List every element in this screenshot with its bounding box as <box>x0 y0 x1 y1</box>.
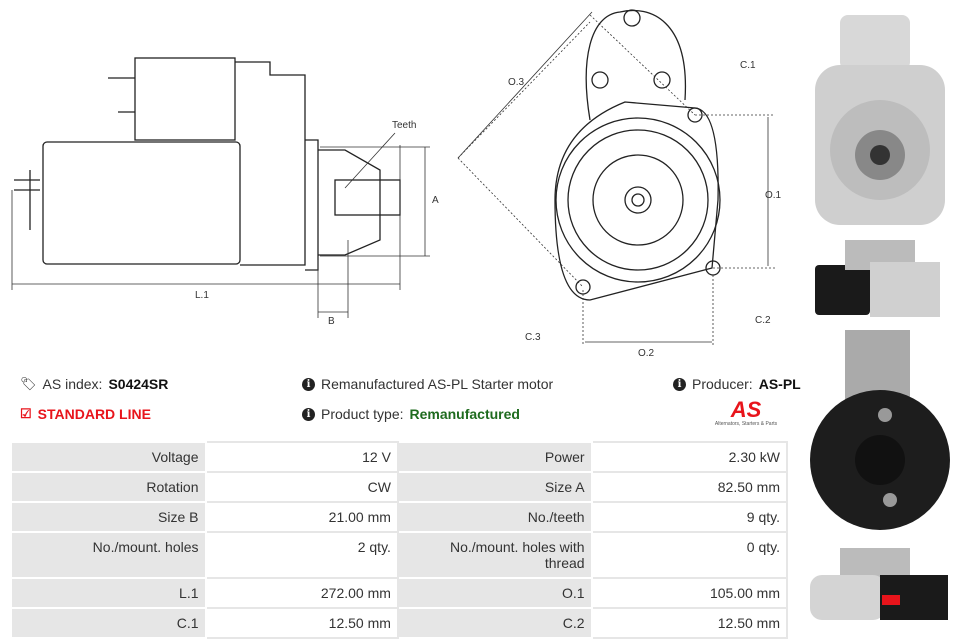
spec-value: 12.50 mm <box>590 607 789 639</box>
as-index: 🏷 AS index: S0424SR <box>20 376 168 392</box>
spec-label: L.1 <box>10 577 207 609</box>
checkbox-checked-icon: ☑ <box>20 406 32 421</box>
spec-label: No./mount. holes <box>10 531 207 579</box>
spec-label: C.2 <box>396 607 593 639</box>
spec-label: Size A <box>396 471 593 503</box>
label-c3: C.3 <box>525 332 541 343</box>
spec-label: C.1 <box>10 607 207 639</box>
front-view-drawing: O.3 C.1 O.1 C.2 C.3 O.2 <box>457 9 782 359</box>
label-l1: L.1 <box>195 290 209 301</box>
label-o1: O.1 <box>765 190 782 201</box>
product-type-label: Product type: <box>321 406 404 422</box>
spec-label: No./mount. holes with thread <box>396 531 593 579</box>
info-icon: i <box>302 377 315 391</box>
spec-value: 12 V <box>204 441 399 473</box>
spec-value: 12.50 mm <box>204 607 399 639</box>
label-o2: O.2 <box>638 348 655 359</box>
product-type-value: Remanufactured <box>409 406 520 422</box>
spec-value: 2.30 kW <box>590 441 789 473</box>
info-icon: i <box>302 407 315 421</box>
producer-value: AS-PL <box>758 376 801 392</box>
spec-value: 0 qty. <box>590 531 789 579</box>
photo-front[interactable] <box>815 15 945 225</box>
producer-label: Producer: <box>692 376 753 392</box>
logo-tagline: Alternators, Starters & Parts <box>714 421 778 427</box>
spec-label: No./teeth <box>396 501 593 533</box>
product-type: i Product type: Remanufactured <box>302 406 520 422</box>
description-text: Remanufactured AS-PL Starter motor <box>321 376 554 392</box>
label-teeth: Teeth <box>392 120 416 131</box>
spec-label: Rotation <box>10 471 207 503</box>
as-index-label: AS index: <box>42 376 103 392</box>
info-icon: i <box>673 377 686 391</box>
tag-icon: 🏷 <box>20 376 37 391</box>
spec-value: 272.00 mm <box>204 577 399 609</box>
producer: i Producer: AS-PL <box>673 376 801 392</box>
label-a: A <box>432 195 439 206</box>
photo-angle[interactable] <box>810 548 948 620</box>
standard-line-badge: ☑ STANDARD LINE <box>20 406 151 422</box>
spec-value: CW <box>204 471 399 503</box>
label-c1: C.1 <box>740 60 756 71</box>
label-o3: O.3 <box>508 77 525 88</box>
label-b: B <box>328 316 335 327</box>
spec-value: 21.00 mm <box>204 501 399 533</box>
standard-line-label: STANDARD LINE <box>37 406 151 422</box>
as-pl-logo: AS Alternators, Starters & Parts <box>700 397 792 428</box>
spec-label: Power <box>396 441 593 473</box>
description: i Remanufactured AS-PL Starter motor <box>302 376 553 392</box>
spec-value: 2 qty. <box>204 531 399 579</box>
product-photos <box>810 15 950 620</box>
side-view-drawing: Teeth A L.1 B <box>11 57 439 327</box>
label-c2: C.2 <box>755 315 771 326</box>
spec-label: Voltage <box>10 441 207 473</box>
photo-side[interactable] <box>815 240 940 317</box>
spec-value: 105.00 mm <box>590 577 789 609</box>
as-index-value: S0424SR <box>108 376 169 392</box>
spec-value: 82.50 mm <box>590 471 789 503</box>
spec-value: 9 qty. <box>590 501 789 533</box>
spec-label: Size B <box>10 501 207 533</box>
photo-rear[interactable] <box>810 330 950 530</box>
spec-label: O.1 <box>396 577 593 609</box>
logo-mark: AS <box>730 397 762 422</box>
